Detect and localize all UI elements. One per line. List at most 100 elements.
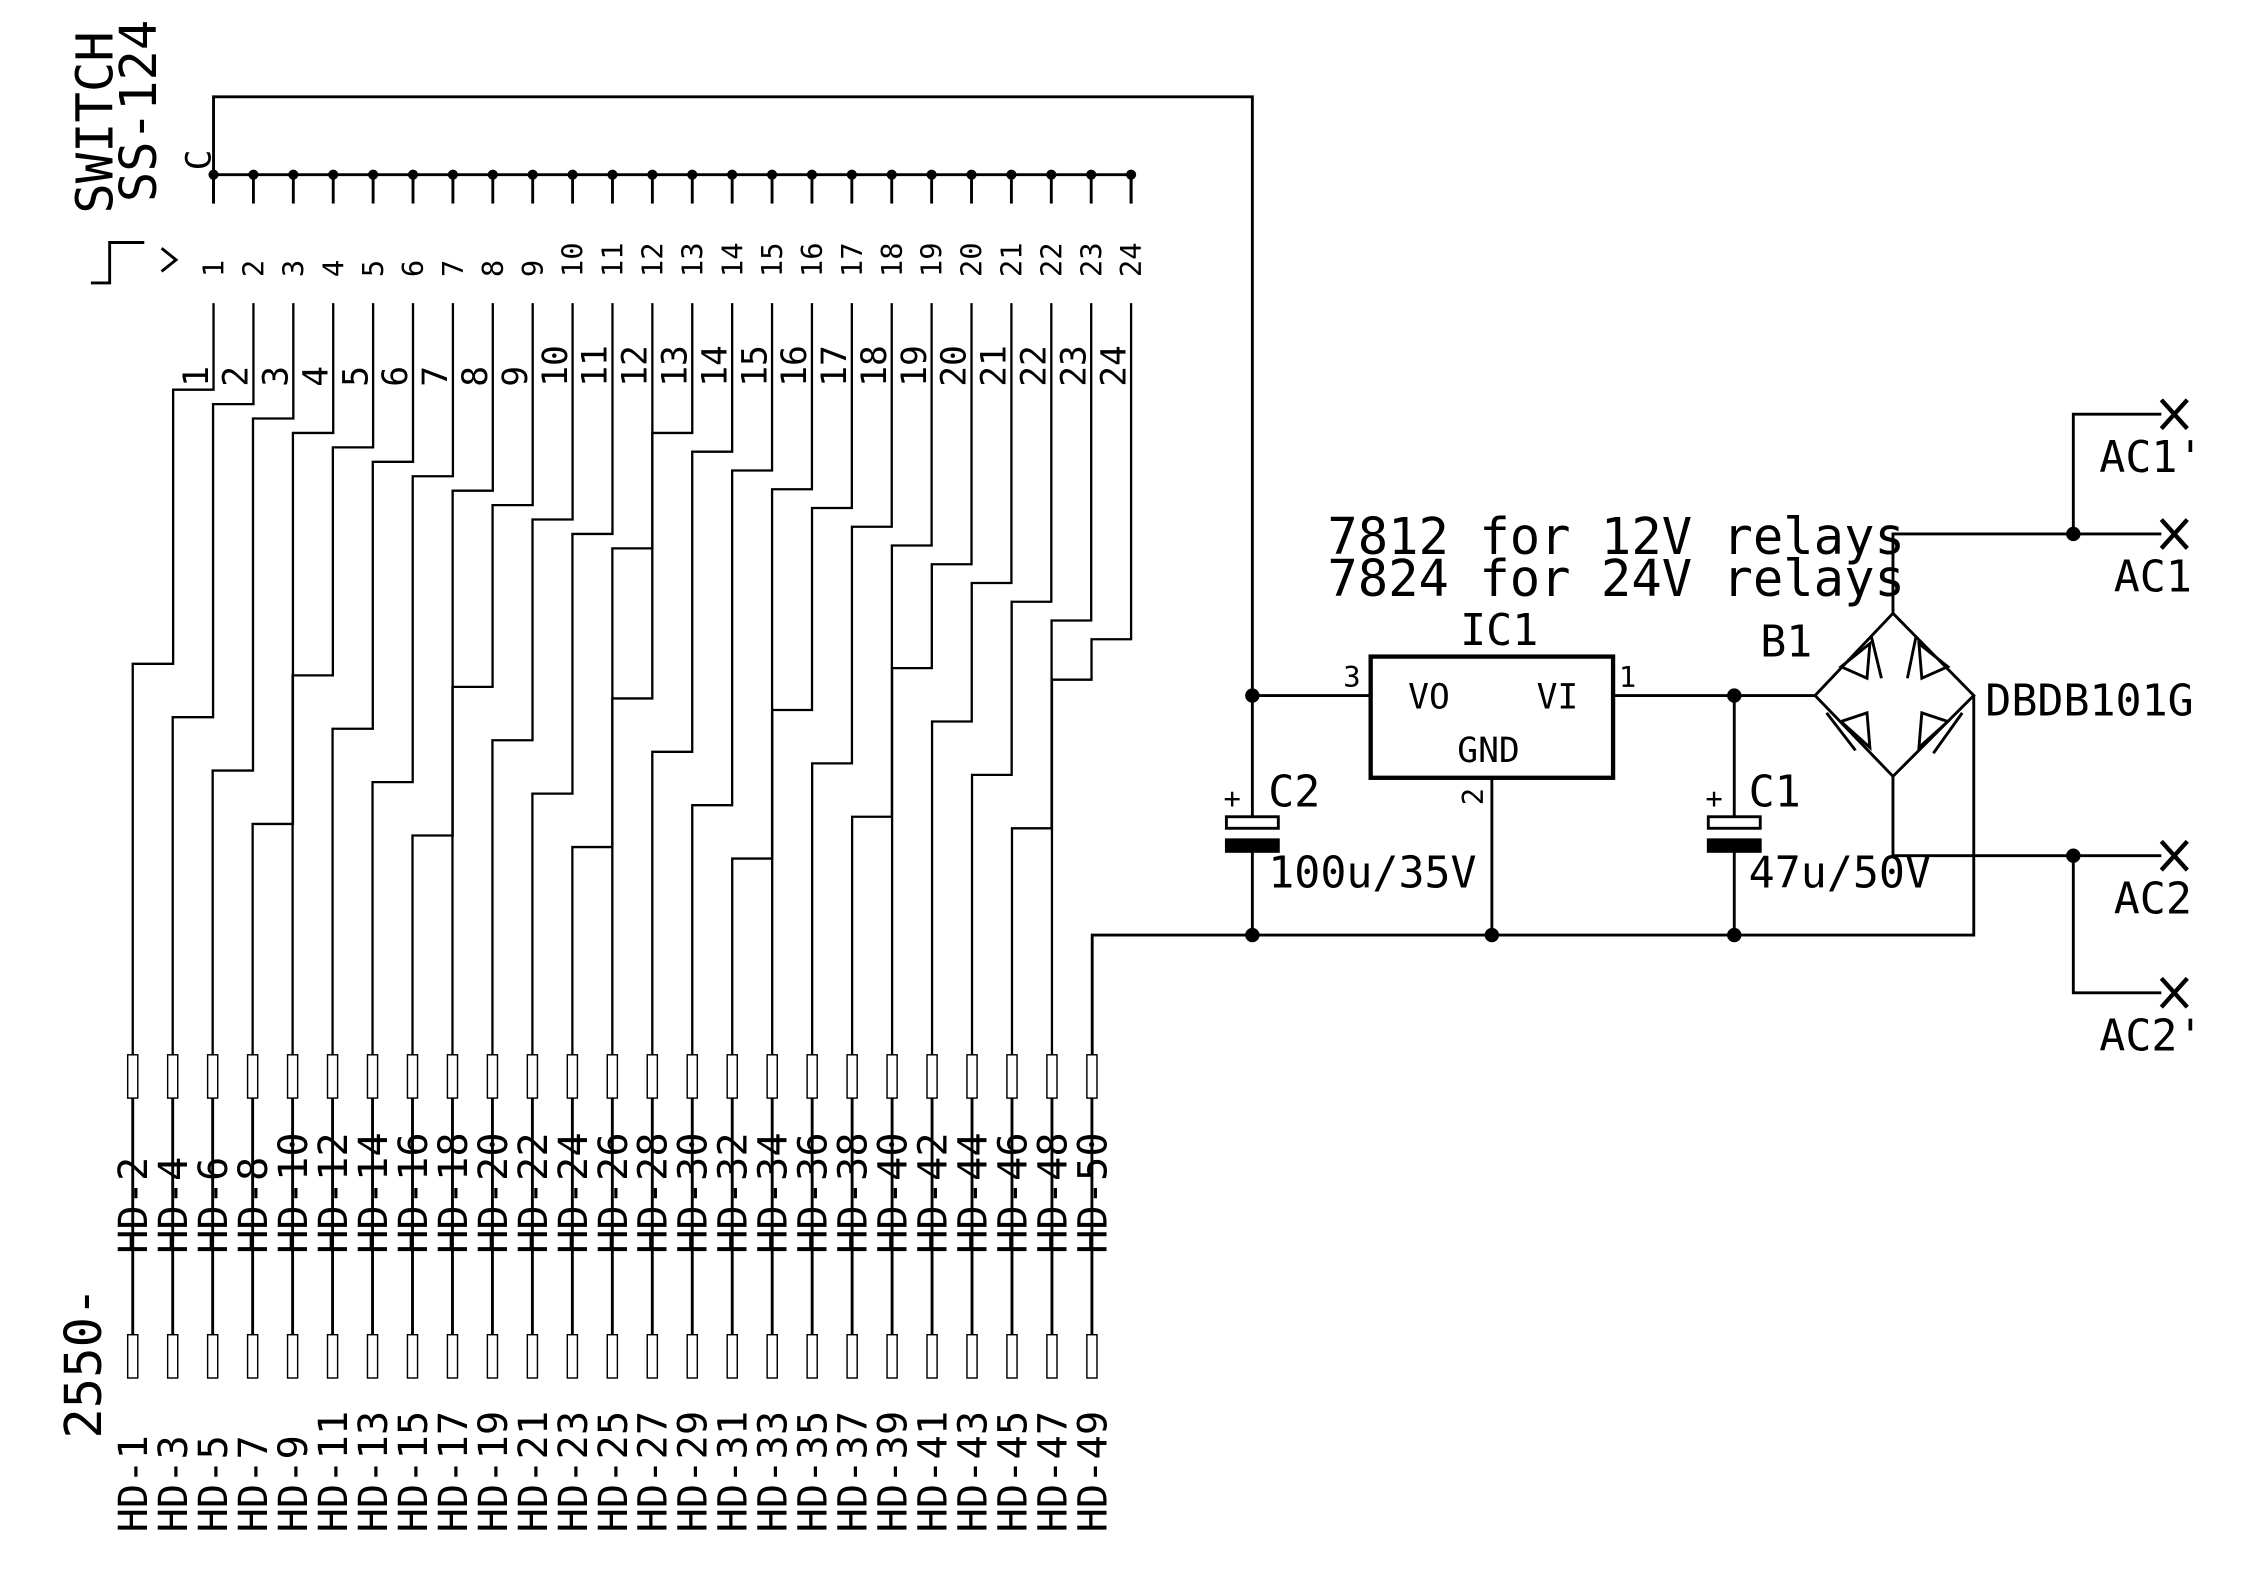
- connector-bottom-label: HD-29: [670, 1411, 717, 1533]
- connector-pin-top: [846, 1054, 858, 1099]
- connector-top-label: HD-38: [830, 1132, 877, 1254]
- bus-junction-dot: [248, 169, 259, 180]
- switch-position-number: 16: [795, 242, 829, 277]
- connector-pin-top: [326, 1054, 339, 1099]
- ic1-name: IC1: [1460, 606, 1538, 656]
- connector-pin-top: [766, 1054, 778, 1099]
- bus-junction-dot: [1006, 169, 1017, 180]
- switch-top-terminal: [404, 204, 422, 223]
- switch-bottom-terminal: [683, 285, 701, 304]
- switch-wire-number: 6: [376, 366, 416, 387]
- c1-plate-positive: [1706, 815, 1762, 830]
- switch-top-terminal: [324, 204, 342, 223]
- bus-junction-dot: [727, 169, 738, 180]
- switch-position-number: 22: [1034, 242, 1068, 277]
- routing-wire: [171, 303, 255, 1055]
- connector-top-label: HD-40: [870, 1132, 917, 1254]
- junction-dot: [1727, 927, 1742, 943]
- switch-wire-number: 19: [895, 345, 935, 387]
- diode-bottom-left: [1825, 710, 1872, 752]
- ac2p-wire: [2071, 855, 2162, 995]
- connector-pin-top: [1046, 1054, 1058, 1099]
- switch-wire-number: 22: [1015, 345, 1055, 387]
- switch-top-terminal: [1082, 204, 1100, 223]
- connector-pin-bottom: [446, 1333, 459, 1379]
- switch-position-number: 3: [276, 260, 310, 277]
- routing-wire: [491, 303, 574, 1055]
- connector-bottom-label: HD-9: [270, 1435, 317, 1532]
- switch-wire-number: 5: [336, 366, 376, 387]
- switch-position-number: 11: [596, 242, 630, 277]
- switch-top-terminal: [563, 204, 582, 223]
- connector-pin-bottom: [846, 1333, 858, 1379]
- connector-pin-top: [686, 1054, 699, 1099]
- switch-position-number: 17: [835, 242, 869, 277]
- c1-plus-sign: +: [1705, 781, 1722, 815]
- connector-bottom-label: HD-5: [190, 1435, 237, 1532]
- bus-junction-dot: [966, 169, 977, 180]
- connector-pin-top: [566, 1054, 579, 1099]
- routing-wire: [1050, 303, 1133, 1055]
- junction-dot: [1727, 688, 1742, 703]
- bus-junction-dot: [926, 169, 937, 180]
- switch-bottom-terminal: [563, 285, 582, 304]
- connector-top-label: HD-8: [230, 1157, 277, 1254]
- switch-wire-number: 1: [177, 366, 217, 387]
- bus-junction-dot: [846, 169, 857, 180]
- diode-bottom-right: [1917, 710, 1964, 755]
- terminal-ac2-icon: [2159, 839, 2189, 872]
- connector-pin-top: [166, 1054, 179, 1099]
- switch-top-terminal: [364, 204, 382, 223]
- connector-2550: 2550- HD-2HD-4HD-6HD-8HD-10HD-12HD-14HD-…: [54, 1054, 1116, 1533]
- switch-bottom-terminal: [204, 285, 223, 304]
- routing-wire: [890, 303, 973, 1055]
- connector-bottom-label: HD-17: [430, 1411, 477, 1533]
- switch-top-terminal: [763, 204, 781, 223]
- connector-pin-bottom: [286, 1333, 299, 1379]
- switch-top-terminal: [643, 204, 662, 223]
- connector-bottom-label: HD-35: [790, 1411, 837, 1533]
- switch-wire-number: 13: [655, 345, 695, 387]
- c2-plate-positive: [1224, 815, 1280, 830]
- switch-bottom-terminal: [922, 285, 941, 304]
- connector-pin-bottom: [1006, 1333, 1018, 1379]
- connector-pin-bottom: [566, 1333, 579, 1379]
- connector-bottom-label: HD-11: [310, 1411, 357, 1533]
- switch-bottom-terminal: [843, 285, 861, 304]
- switch-wire-number: 14: [695, 345, 735, 387]
- connector-pin-top: [366, 1054, 379, 1099]
- switch-top-terminal: [843, 204, 861, 223]
- routing-wire: [211, 303, 295, 1055]
- connector-bottom-label: HD-1: [110, 1435, 157, 1532]
- switch-position-number: 1: [197, 260, 231, 277]
- switch-top-terminal: [803, 204, 821, 223]
- switch-position-number: 21: [995, 242, 1029, 277]
- bridge-name: B1: [1760, 618, 1812, 668]
- switch-position-number: 12: [635, 242, 669, 277]
- bus-junction-dot: [886, 169, 897, 180]
- bus-junction-dot: [288, 169, 299, 180]
- connector-bottom-label: HD-15: [390, 1411, 437, 1533]
- switch-part-label: SS-124: [109, 20, 168, 202]
- connector-pin-top: [606, 1054, 619, 1099]
- switch-position-number: 19: [915, 242, 949, 277]
- connector-pin-top: [406, 1054, 419, 1099]
- terminal-ac1p-label: AC1': [2099, 433, 2203, 483]
- connector-bottom-label: HD-23: [550, 1411, 597, 1533]
- connector-pin-top: [206, 1054, 219, 1099]
- junction-dot: [1484, 927, 1500, 943]
- connector-top-label: HD-48: [1029, 1132, 1076, 1254]
- switch-name-label: SWITCH: [66, 31, 125, 213]
- bus-junction-dot: [447, 169, 458, 180]
- ic1-vi-label: VI: [1537, 678, 1579, 718]
- connector-top-label: HD-30: [670, 1132, 717, 1254]
- connector-top-label: HD-22: [510, 1132, 557, 1254]
- switch-top-terminal: [244, 204, 263, 223]
- note-line-2: 7824 for 24V relays: [1327, 549, 1904, 608]
- common-wire: [212, 95, 1254, 696]
- switch-bottom-terminal: [1002, 285, 1021, 304]
- ac2-wire: [1891, 776, 2162, 858]
- connector-bottom-label: HD-33: [750, 1411, 797, 1533]
- switch-wire-number: 8: [456, 366, 496, 387]
- switch-top-terminal: [883, 204, 901, 223]
